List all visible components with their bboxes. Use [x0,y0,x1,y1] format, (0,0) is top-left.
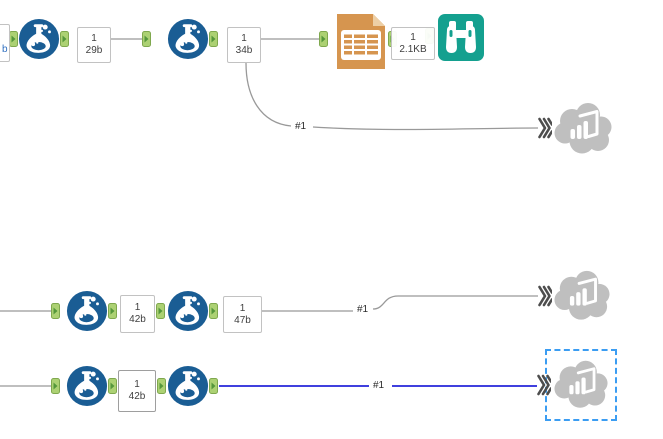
annotation-box[interactable]: 1 29b [77,27,111,63]
annotation-size: 2.1KB [399,43,427,55]
annotation-box[interactable]: 1 47b [223,296,262,333]
connection-label[interactable]: #1 [371,379,387,392]
triple-chevron-icon [538,285,552,307]
power-bi-cloud-icon[interactable] [551,100,615,158]
output-anchor-icon[interactable] [209,378,218,394]
annotation-count: 1 [134,302,141,313]
formula-tool-flask-icon[interactable] [66,290,108,332]
power-bi-cloud-icon[interactable] [551,358,611,412]
output-anchor-icon[interactable] [108,303,117,319]
output-anchor-icon[interactable] [209,31,218,47]
annotation-size: b [2,44,8,55]
output-anchor-icon[interactable] [209,303,218,319]
annotation-box[interactable]: 1 42b [120,295,155,333]
formula-tool-flask-icon[interactable] [167,365,209,407]
input-anchor-icon[interactable] [142,31,151,47]
annotation-size: 29b [85,45,103,56]
connection-label[interactable]: #1 [293,120,309,133]
triple-chevron-icon [537,374,551,396]
formula-tool-flask-icon[interactable] [18,18,60,60]
annotation-size: 34b [235,45,253,56]
annotation-size: 42b [129,314,146,325]
annotation-count: 1 [241,33,247,44]
connection-line[interactable] [372,295,538,310]
annotation-box[interactable]: 1 34b [227,27,261,63]
output-data-tool-table-document-icon[interactable] [334,13,388,70]
selection-marquee [545,349,617,421]
input-anchor-icon[interactable] [9,31,18,47]
output-anchor-icon[interactable] [60,31,69,47]
annotation-count: 1 [91,33,97,44]
power-bi-cloud-icon[interactable] [551,268,613,324]
annotation-size: 47b [234,314,251,326]
input-anchor-icon[interactable] [51,303,60,319]
connection-line[interactable] [245,62,292,127]
annotation-count: 1 [134,379,140,390]
input-anchor-icon[interactable] [156,303,165,319]
connection-label[interactable]: #1 [355,303,371,316]
browse-tool-binoculars-icon[interactable] [437,13,485,62]
formula-tool-flask-icon[interactable] [167,18,209,60]
output-anchor-icon[interactable] [108,378,117,394]
input-anchor-icon[interactable] [51,378,60,394]
annotation-size: 42b [128,391,146,402]
annotation-box[interactable]: 1 42b [118,370,156,412]
formula-tool-flask-icon[interactable] [66,365,108,407]
triple-chevron-icon [538,117,552,139]
annotation-box[interactable]: 1 2.1KB [391,27,435,60]
connection-line[interactable] [312,126,539,131]
input-anchor-icon[interactable] [157,378,166,394]
annotation-count: 1 [410,31,416,43]
annotation-count: 1 [239,302,246,314]
input-anchor-icon[interactable] [319,31,328,47]
formula-tool-flask-icon[interactable] [167,290,209,332]
annotation-box-partial[interactable]: b [0,24,10,62]
